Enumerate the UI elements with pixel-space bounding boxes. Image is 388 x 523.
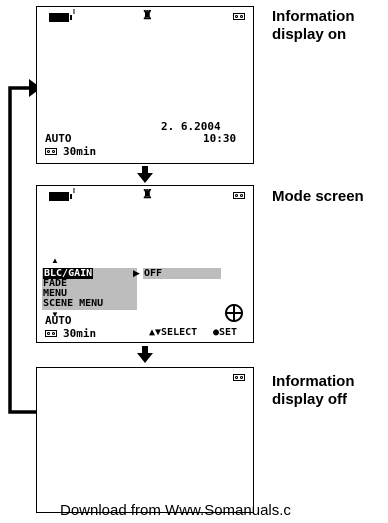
tape-icon [233,13,245,20]
menu-item-blc-gain[interactable]: BLC/GAIN [43,268,94,279]
time-display: 10:30 [203,132,237,145]
tape-time: 30min [63,145,97,158]
menu-item-scene-menu[interactable]: SCENE MENU [43,298,104,309]
label-information-display-off: Information display off [272,373,355,409]
label-mode-screen: Mode screen [272,188,364,205]
set-hint: ●SET [213,327,238,338]
tape-icon [45,148,57,155]
tape-icon [233,192,245,199]
menu-item-menu[interactable]: MENU [43,288,68,299]
label-line: display off [272,391,348,408]
mode-label: AUTO [45,314,72,327]
menu-up-arrow: ▲ [51,256,59,265]
value-highlight [143,268,221,279]
person-icon: ♜ [142,187,153,201]
menu-pointer: ▶ [133,268,140,278]
battery-marker: I [73,188,75,195]
label-line: display on [272,26,347,43]
footer-watermark: Download from Www.Somanuals.c [60,502,291,519]
battery-marker: I [73,9,75,16]
joystick-icon [225,304,243,322]
select-hint: ▲▼SELECT [149,327,198,338]
label-line: Information [272,373,355,390]
menu-value-off: OFF [144,268,163,279]
battery-icon [49,192,72,201]
person-icon: ♜ [142,8,153,22]
screen-information-display-off [36,367,254,513]
date-display: 2. 6.2004 [161,120,221,133]
mode-label: AUTO [45,132,72,145]
tape-icon [45,330,57,337]
label-information-display-on: Information display on [272,8,355,44]
battery-icon [49,13,72,22]
down-arrow-2 [137,346,153,363]
tape-icon [233,374,245,381]
loop-arrow [8,79,40,414]
screen-information-display-on: I ♜ AUTO 30min 2. 6.2004 10:30 [36,6,254,164]
menu-item-fade[interactable]: FADE [43,278,68,289]
tape-time: 30min [63,327,97,340]
label-line: Information [272,8,355,25]
screen-mode: I ♜ ▲ BLC/GAIN ▶ OFF FADE MENU SCENE MEN… [36,185,254,343]
down-arrow-1 [137,166,153,183]
menu-down-arrow: ▼ [51,310,59,319]
